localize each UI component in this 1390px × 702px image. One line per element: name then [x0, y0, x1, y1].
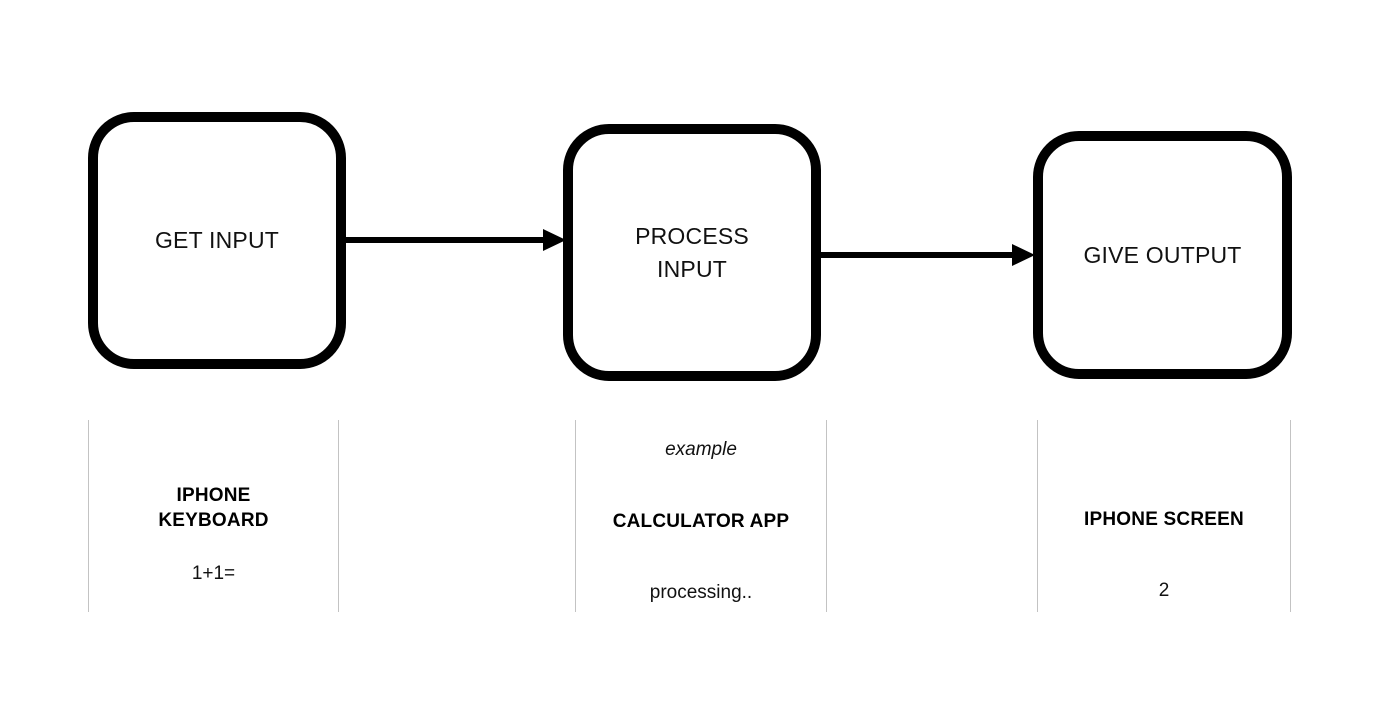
annotation-title-calculator-app: CALCULATOR APP: [612, 510, 790, 532]
flow-box-get-input[interactable]: GET INPUT: [88, 112, 346, 369]
column-divider-1-right: [338, 420, 339, 612]
annotation-column-give-output: IPHONE SCREEN 2: [1038, 420, 1290, 612]
annotation-title-iphone-screen: IPHONE SCREEN: [1084, 509, 1244, 530]
annotation-title-iphone-keyboard: IPHONE KEYBOARD: [158, 485, 269, 532]
flow-box-give-output[interactable]: GIVE OUTPUT: [1033, 131, 1292, 379]
arrow-right-icon-get-to-process: [344, 229, 566, 251]
flow-box-label-give-output: GIVE OUTPUT: [1083, 241, 1242, 268]
arrow-right-icon-process-to-give: [819, 244, 1035, 266]
column-divider-2-left: [575, 420, 576, 612]
column-divider-3-left: [1037, 420, 1038, 612]
annotation-value-processing: processing..: [649, 582, 753, 604]
annotation-note-example: example: [665, 439, 737, 460]
flow-box-process-input[interactable]: PROCESS INPUT: [563, 124, 821, 381]
column-divider-3-right: [1290, 420, 1291, 612]
column-divider-2-right: [826, 420, 827, 612]
annotation-column-process-input: example CALCULATOR APP processing..: [576, 420, 826, 612]
column-divider-1-left: [88, 420, 89, 612]
flow-box-label-get-input: GET INPUT: [154, 227, 280, 254]
annotation-value-result: 2: [1158, 580, 1170, 602]
annotation-column-get-input: IPHONE KEYBOARD 1+1=: [89, 420, 338, 612]
flow-box-label-process-input: PROCESS INPUT: [635, 222, 749, 282]
annotation-value-keyboard-entry: 1+1=: [191, 562, 236, 584]
